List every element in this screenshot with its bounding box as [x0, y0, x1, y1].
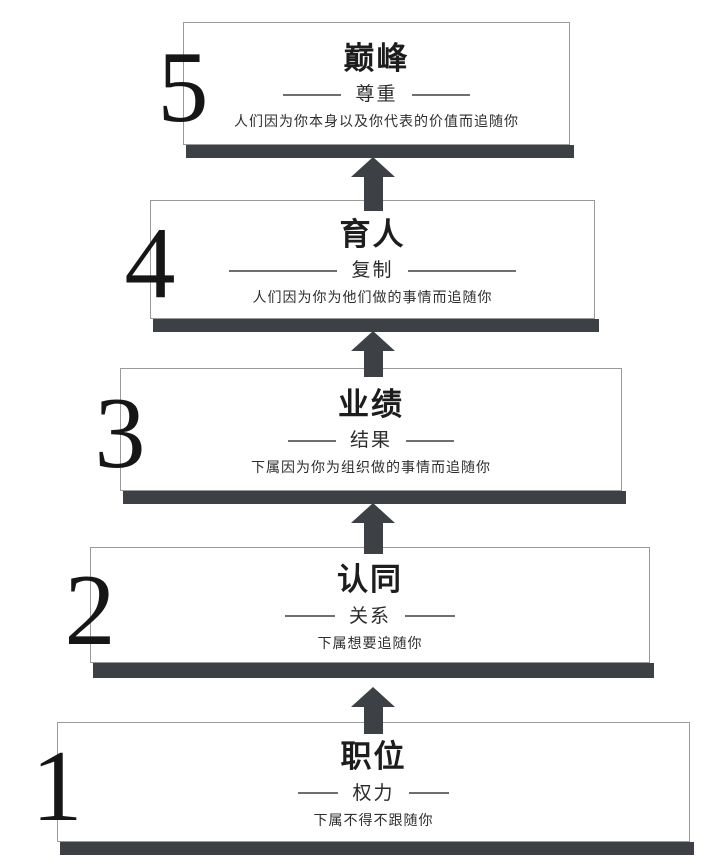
arrow-head	[351, 157, 395, 177]
level-5-shadow-bar	[186, 145, 574, 158]
subtitle-left-line	[284, 615, 335, 618]
level-2: 认同 关系 下属想要追随你 2	[65, 547, 654, 678]
level-4-title: 育人	[339, 216, 406, 252]
level-2-content: 认同 关系 下属想要追随你	[91, 548, 649, 662]
level-4-shadow-bar	[153, 319, 599, 332]
level-4-description: 人们因为你为他们做的事情而追随你	[252, 289, 493, 306]
level-1-shadow-bar	[60, 842, 694, 855]
subtitle-right-line	[408, 792, 449, 795]
subtitle-left-line	[283, 93, 342, 96]
subtitle-right-line	[405, 615, 455, 618]
level-5-number: 5	[157, 30, 209, 144]
level-5-title: 巅峰	[343, 40, 410, 76]
level-2-description: 下属想要追随你	[317, 634, 423, 651]
up-arrow-icon	[351, 331, 395, 377]
level-1-content: 职位 权力 下属不得不跟随你	[58, 723, 689, 841]
level-1-subtitle: 权力	[352, 782, 395, 804]
level-3-title: 业绩	[338, 386, 404, 422]
level-5-subtitle: 尊重	[355, 84, 398, 106]
level-1-box: 职位 权力 下属不得不跟随你	[57, 722, 690, 842]
level-2-shadow-bar	[93, 663, 654, 678]
level-4-subtitle: 复制	[351, 260, 394, 282]
level-4-content: 育人 复制 人们因为你为他们做的事情而追随你	[151, 201, 594, 318]
arrow-stem	[363, 707, 383, 734]
arrow-head	[351, 331, 395, 351]
subtitle-left-line	[298, 792, 339, 795]
level-3-shadow-bar	[123, 491, 626, 504]
level-2-subtitle: 关系	[348, 605, 391, 627]
level-3: 业绩 结果 下属因为你为组织做的事情而追随你 3	[95, 368, 626, 504]
level-5-description: 人们因为你本身以及你代表的价值而追随你	[234, 113, 519, 130]
level-3-subtitle-row: 结果	[287, 430, 454, 452]
level-2-subtitle-row: 关系	[284, 605, 455, 627]
level-5-box: 巅峰 尊重 人们因为你本身以及你代表的价值而追随你	[183, 22, 570, 145]
subtitle-right-line	[406, 439, 454, 442]
level-2-title: 认同	[337, 562, 403, 598]
level-3-subtitle: 结果	[349, 430, 392, 452]
arrow-stem	[363, 177, 383, 211]
level-3-description: 下属因为你为组织做的事情而追随你	[251, 459, 491, 476]
level-3-box: 业绩 结果 下属因为你为组织做的事情而追随你	[120, 368, 622, 491]
level-4-subtitle-row: 复制	[229, 260, 516, 282]
level-5-subtitle-row: 尊重	[283, 84, 470, 106]
level-4: 育人 复制 人们因为你为他们做的事情而追随你 4	[125, 200, 599, 332]
level-1-description: 下属不得不跟随你	[313, 811, 434, 828]
level-3-number: 3	[94, 376, 146, 490]
level-1-number: 1	[31, 729, 83, 843]
arrow-head	[351, 503, 395, 523]
subtitle-left-line	[287, 439, 336, 442]
level-1-title: 职位	[340, 739, 407, 775]
arrow-stem	[363, 351, 383, 377]
subtitle-left-line	[229, 269, 338, 272]
subtitle-right-line	[407, 269, 516, 272]
up-arrow-icon	[351, 503, 395, 554]
level-2-number: 2	[64, 553, 116, 667]
level-1: 职位 权力 下属不得不跟随你 1	[32, 722, 694, 855]
arrow-head	[351, 687, 395, 707]
level-5: 巅峰 尊重 人们因为你本身以及你代表的价值而追随你 5	[158, 22, 574, 158]
level-2-box: 认同 关系 下属想要追随你	[90, 547, 650, 663]
up-arrow-icon	[351, 687, 395, 734]
level-5-content: 巅峰 尊重 人们因为你本身以及你代表的价值而追随你	[184, 23, 569, 144]
up-arrow-icon	[351, 157, 395, 211]
level-4-number: 4	[124, 206, 176, 320]
level-1-subtitle-row: 权力	[298, 782, 449, 804]
level-3-content: 业绩 结果 下属因为你为组织做的事情而追随你	[121, 369, 621, 490]
level-4-box: 育人 复制 人们因为你为他们做的事情而追随你	[150, 200, 595, 319]
arrow-stem	[363, 523, 383, 554]
subtitle-right-line	[411, 93, 470, 96]
